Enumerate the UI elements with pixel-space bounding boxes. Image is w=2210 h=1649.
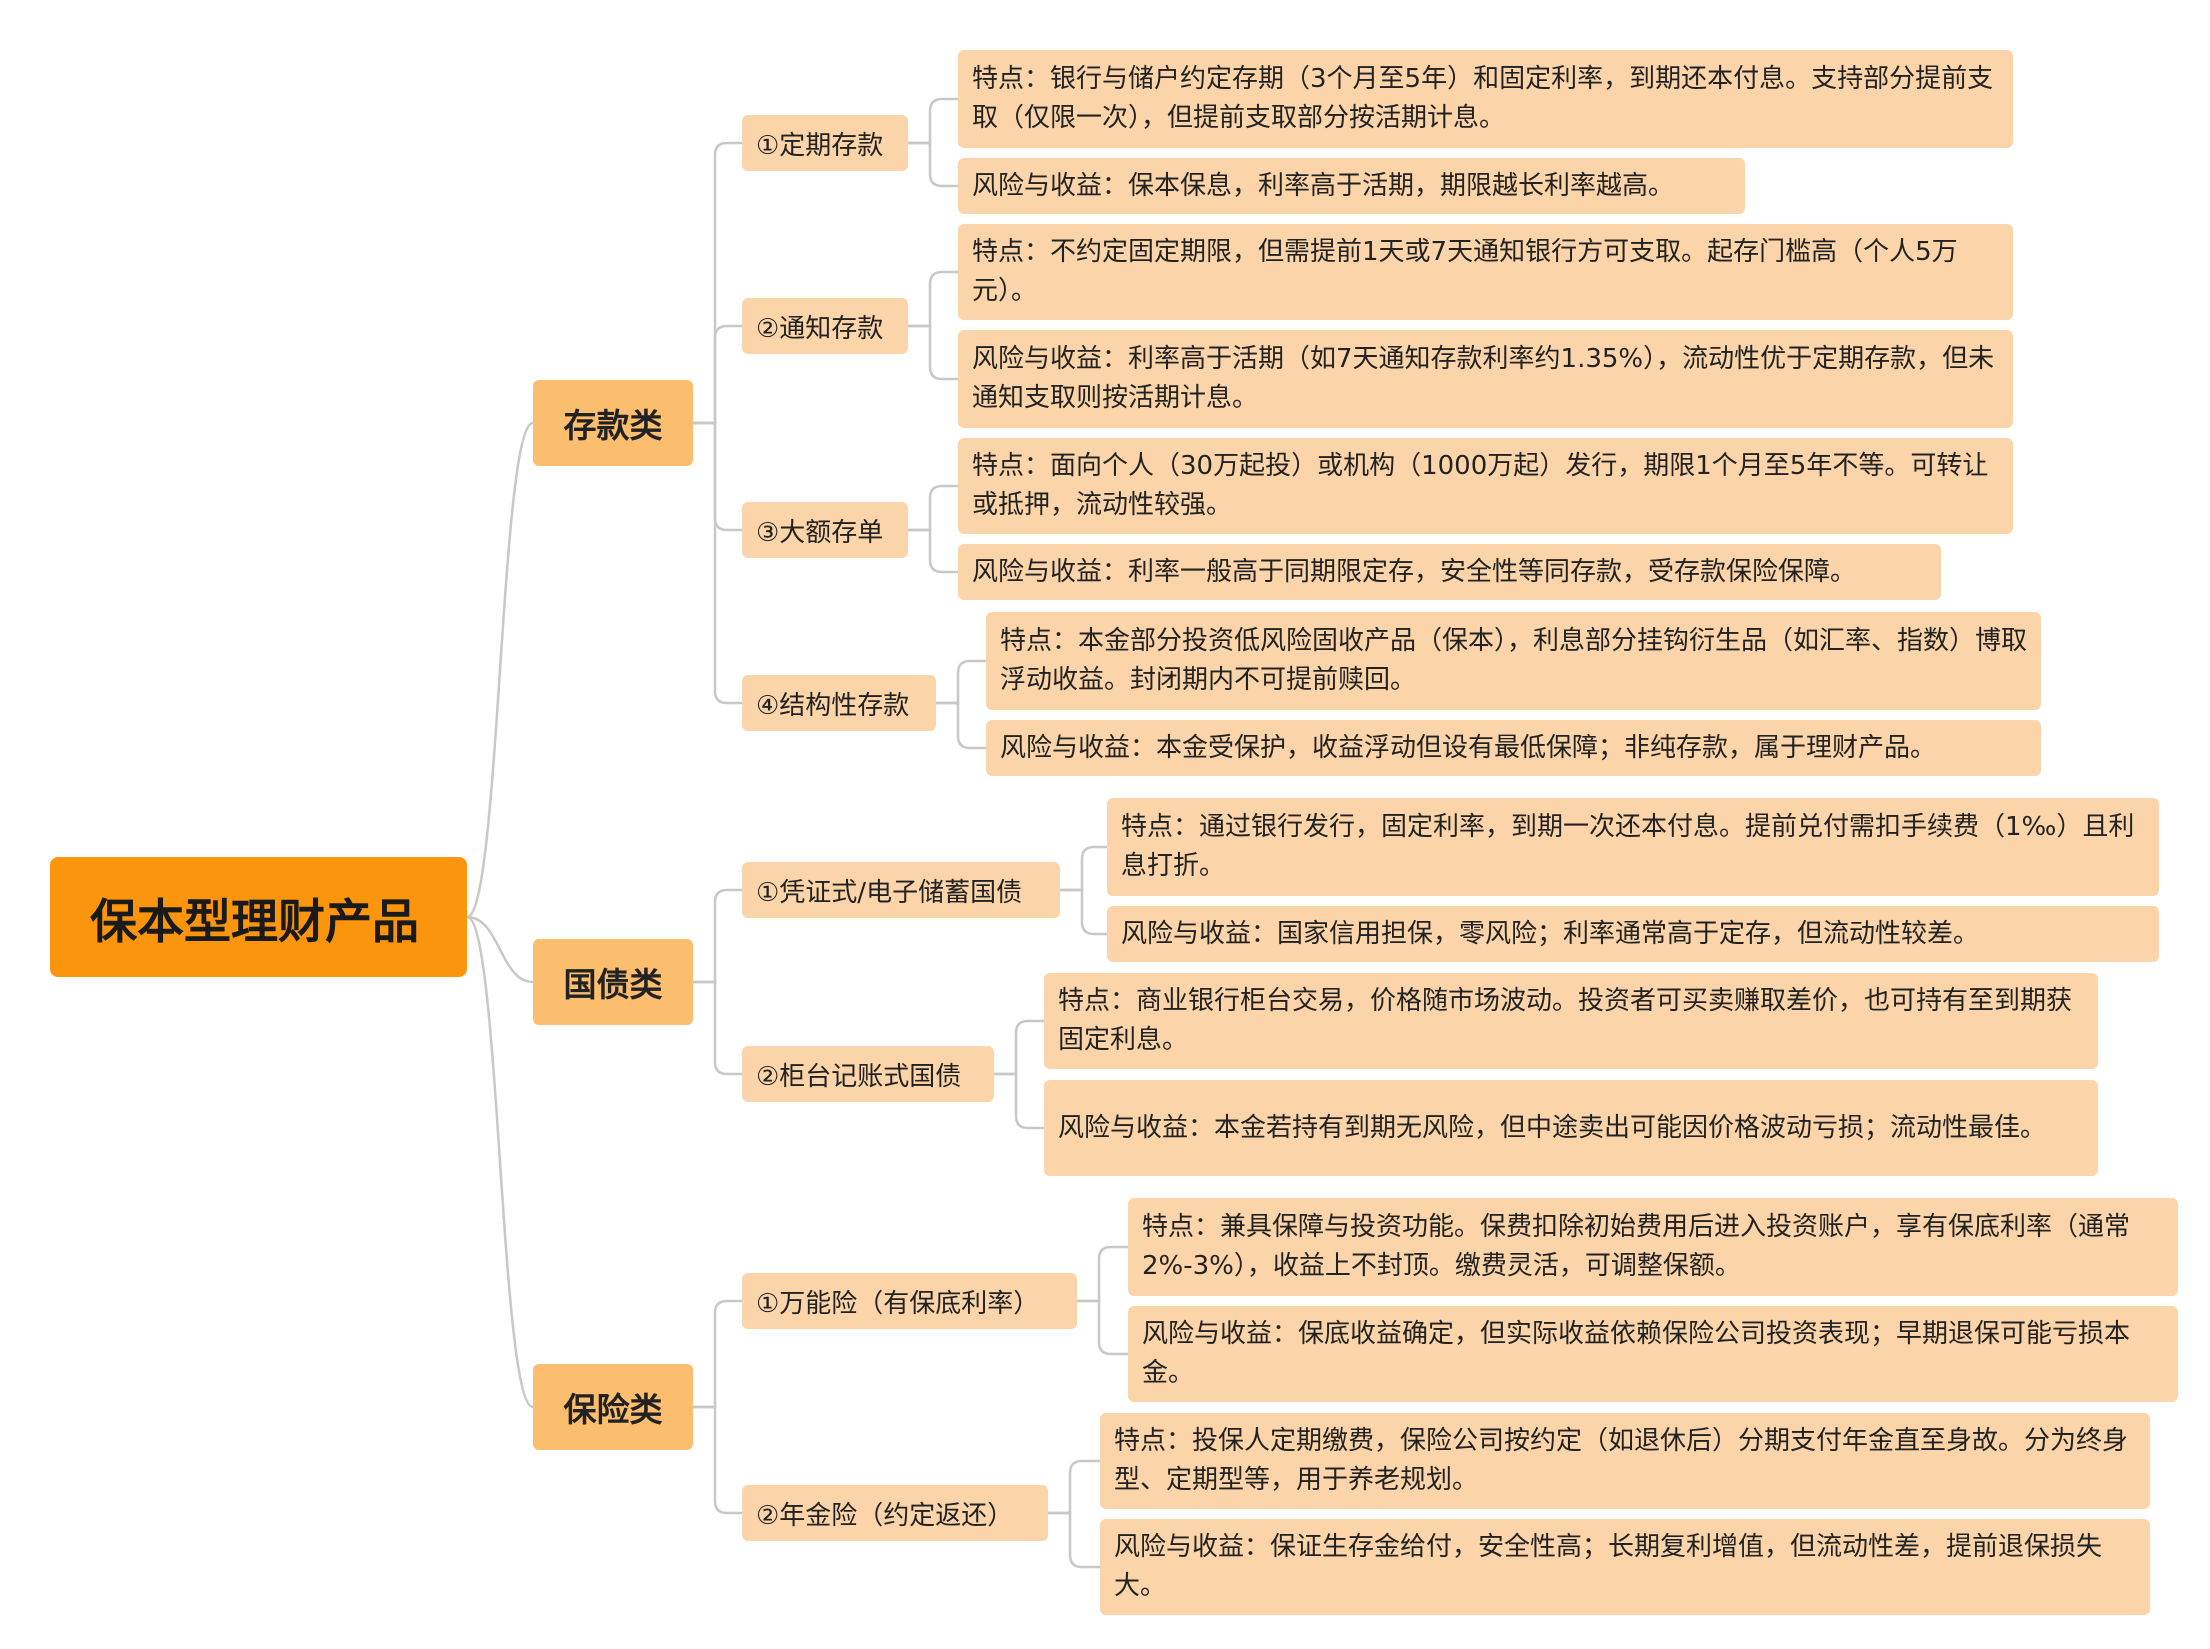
link-sub-leaf bbox=[908, 270, 958, 328]
leaf-structured-deposit-risk: 风险与收益：本金受保护，收益浮动但设有最低保障；非纯存款，属于理财产品。 bbox=[986, 720, 2041, 776]
leaf-fixed-deposit-features: 特点：银行与储户约定存期（3个月至5年）和固定利率，到期还本付息。支持部分提前支… bbox=[958, 50, 2013, 148]
link-sub-leaf bbox=[908, 484, 958, 532]
sub-savings-bond[interactable]: ①凭证式/电子储蓄国债 bbox=[742, 862, 1060, 918]
leaf-savings-bond-risk: 风险与收益：国家信用担保，零风险；利率通常高于定存，但流动性较差。 bbox=[1107, 906, 2159, 962]
leaf-fixed-deposit-risk: 风险与收益：保本保息，利率高于活期，期限越长利率越高。 bbox=[958, 158, 1745, 214]
sub-book-entry-bond[interactable]: ②柜台记账式国债 bbox=[742, 1046, 994, 1102]
link-sub-leaf bbox=[1077, 1245, 1128, 1303]
sub-large-cd[interactable]: ③大额存单 bbox=[742, 502, 908, 558]
link-sub-leaf bbox=[908, 324, 958, 381]
sub-notice-deposit[interactable]: ②通知存款 bbox=[742, 298, 908, 354]
link-sub-leaf bbox=[908, 141, 958, 188]
link-category-sub bbox=[693, 421, 742, 705]
sub-annuity[interactable]: ②年金险（约定返还） bbox=[742, 1485, 1048, 1541]
link-sub-leaf bbox=[1048, 1459, 1100, 1515]
category-insurance[interactable]: 保险类 bbox=[533, 1364, 693, 1450]
link-sub-leaf bbox=[936, 701, 986, 750]
leaf-notice-deposit-features: 特点：不约定固定期限，但需提前1天或7天通知银行方可支取。起存门槛高（个人5万元… bbox=[958, 224, 2013, 320]
category-treasury[interactable]: 国债类 bbox=[533, 939, 693, 1025]
leaf-universal-life-risk: 风险与收益：保底收益确定，但实际收益依赖保险公司投资表现；早期退保可能亏损本金。 bbox=[1128, 1306, 2178, 1402]
link-sub-leaf bbox=[936, 659, 986, 705]
link-sub-leaf bbox=[908, 528, 958, 574]
link-sub-leaf bbox=[1048, 1511, 1100, 1569]
link-category-sub bbox=[693, 324, 742, 425]
link-category-sub bbox=[693, 421, 742, 532]
link-root-category bbox=[466, 421, 534, 919]
link-category-sub bbox=[693, 141, 742, 425]
leaf-large-cd-features: 特点：面向个人（30万起投）或机构（1000万起）发行，期限1个月至5年不等。可… bbox=[958, 438, 2013, 534]
leaf-notice-deposit-risk: 风险与收益：利率高于活期（如7天通知存款利率约1.35%），流动性优于定期存款，… bbox=[958, 330, 2013, 428]
link-root-category bbox=[466, 915, 534, 1409]
link-category-sub bbox=[693, 980, 742, 1076]
leaf-universal-life-features: 特点：兼具保障与投资功能。保费扣除初始费用后进入投资账户，享有保底利率（通常2%… bbox=[1128, 1198, 2178, 1296]
leaf-annuity-risk: 风险与收益：保证生存金给付，安全性高；长期复利增值，但流动性差，提前退保损失大。 bbox=[1100, 1519, 2150, 1615]
link-sub-leaf bbox=[994, 1072, 1044, 1130]
leaf-savings-bond-features: 特点：通过银行发行，固定利率，到期一次还本付息。提前兑付需扣手续费（1‰）且利息… bbox=[1107, 798, 2159, 896]
sub-structured-deposit[interactable]: ④结构性存款 bbox=[742, 675, 936, 731]
category-deposit[interactable]: 存款类 bbox=[533, 380, 693, 466]
link-category-sub bbox=[693, 1299, 742, 1409]
link-sub-leaf bbox=[994, 1019, 1044, 1076]
link-sub-leaf bbox=[1077, 1299, 1128, 1356]
leaf-large-cd-risk: 风险与收益：利率一般高于同期限定存，安全性等同存款，受存款保险保障。 bbox=[958, 544, 1941, 600]
link-sub-leaf bbox=[1060, 888, 1107, 936]
link-sub-leaf bbox=[908, 97, 958, 145]
leaf-structured-deposit-features: 特点：本金部分投资低风险固收产品（保本），利息部分挂钩衍生品（如汇率、指数）博取… bbox=[986, 612, 2041, 710]
link-root-category bbox=[466, 915, 534, 984]
link-sub-leaf bbox=[1060, 845, 1107, 892]
sub-fixed-deposit[interactable]: ①定期存款 bbox=[742, 115, 908, 171]
root-node[interactable]: 保本型理财产品 bbox=[50, 857, 467, 977]
link-category-sub bbox=[693, 888, 742, 984]
leaf-book-entry-bond-risk: 风险与收益：本金若持有到期无风险，但中途卖出可能因价格波动亏损；流动性最佳。 bbox=[1044, 1080, 2098, 1176]
leaf-annuity-features: 特点：投保人定期缴费，保险公司按约定（如退休后）分期支付年金直至身故。分为终身型… bbox=[1100, 1413, 2150, 1509]
sub-universal-life[interactable]: ①万能险（有保底利率） bbox=[742, 1273, 1077, 1329]
link-category-sub bbox=[693, 1405, 742, 1515]
leaf-book-entry-bond-features: 特点：商业银行柜台交易，价格随市场波动。投资者可买卖赚取差价，也可持有至到期获固… bbox=[1044, 973, 2098, 1069]
